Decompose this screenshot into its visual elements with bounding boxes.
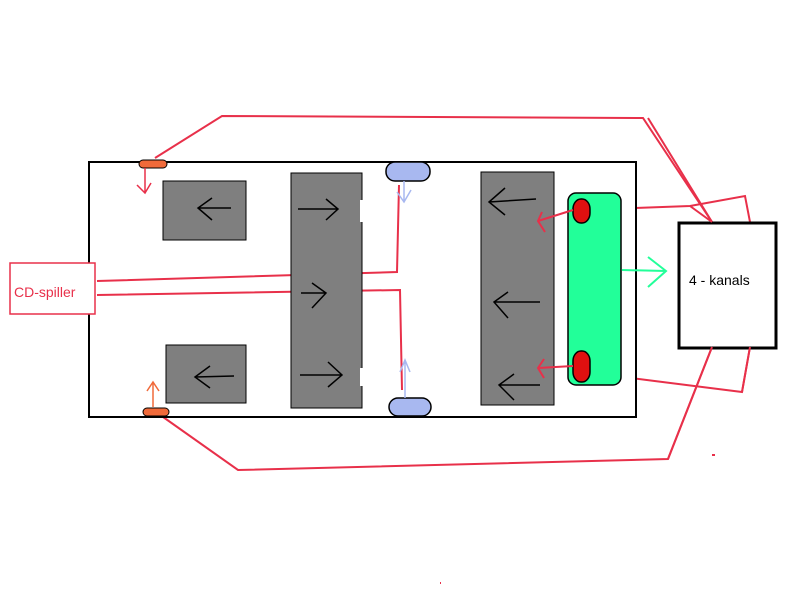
arrow-right-icon: [298, 198, 340, 221]
arrow-right-icon: [301, 282, 328, 309]
seats: [162, 171, 555, 409]
seat-rear-bench: [480, 171, 555, 406]
seat-front-right: [165, 344, 247, 404]
arrow-left-icon: [193, 365, 235, 389]
cd-player: CD-spiller: [9, 262, 96, 315]
arrow-down-icon: [136, 168, 152, 195]
arrow-right-icon: [621, 256, 668, 288]
arrow-left-icon: [497, 373, 540, 401]
bench-edge-marks: [360, 200, 364, 386]
wire-front-left: [154, 114, 713, 223]
speaker-front-right: [142, 407, 170, 417]
wire-cd-upper-interior: [96, 184, 400, 282]
arrow-right-icon: [300, 361, 344, 388]
speaker-rear-right: [572, 350, 591, 383]
arrow-up-icon: [146, 380, 160, 407]
cd-player-label: CD-spiller: [14, 284, 76, 300]
speaker-rear-left: [572, 198, 591, 224]
amplifier: 4 - kanals: [677, 221, 778, 350]
seat-front-left: [162, 180, 247, 241]
arrow-left-icon: [487, 187, 537, 216]
arrow-down-icon: [396, 181, 412, 204]
arrow-left-icon: [536, 358, 574, 379]
arrow-left-icon: [536, 209, 574, 233]
speaker-front-left: [138, 159, 168, 169]
seat-arrows: [193, 187, 540, 401]
wire-cd-lower-interior: [96, 288, 403, 391]
arrow-up-icon: [399, 358, 411, 398]
cd-player-box: [9, 262, 96, 315]
speaker-door-bottom: [388, 397, 432, 417]
speaker-door-top: [385, 161, 431, 182]
amplifier-label: 4 - kanals: [689, 272, 750, 288]
arrow-left-icon: [492, 291, 540, 319]
rear-speaker-panel: [567, 192, 622, 386]
amplifier-box: [677, 221, 778, 350]
arrow-left-icon: [196, 197, 231, 221]
seat-middle-bench: [290, 172, 363, 409]
